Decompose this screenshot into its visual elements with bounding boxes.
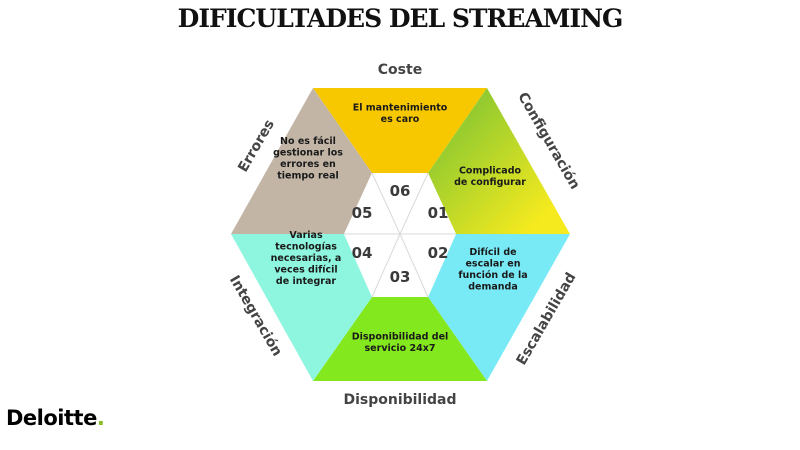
segment-number-04: 04 bbox=[352, 244, 373, 262]
segment-number-02: 02 bbox=[428, 244, 449, 262]
segment-number-05: 05 bbox=[352, 204, 373, 222]
segment-text-line: es caro bbox=[381, 114, 420, 125]
segment-text-line: demanda bbox=[468, 281, 518, 292]
deloitte-logo: Deloitte. bbox=[6, 406, 105, 430]
segment-06-coste bbox=[313, 88, 487, 173]
segment-number-01: 01 bbox=[428, 204, 449, 222]
segment-text-line: de integrar bbox=[276, 276, 336, 287]
segment-text-line: tecnologías bbox=[275, 242, 337, 253]
logo-text: Deloitte bbox=[6, 406, 97, 430]
segment-text-line: Difícil de bbox=[469, 247, 516, 258]
segment-text-line: El mantenimiento bbox=[353, 102, 448, 113]
category-label-coste: Coste bbox=[378, 62, 422, 78]
logo-dot: . bbox=[96, 406, 105, 430]
category-label-disponibilidad: Disponibilidad bbox=[343, 392, 456, 408]
segment-text-line: necesarias, a bbox=[271, 253, 342, 264]
segment-02-escalabilidad bbox=[428, 234, 570, 381]
segment-text-line: servicio 24x7 bbox=[365, 343, 436, 354]
segment-04-integracion bbox=[231, 234, 372, 381]
segment-text-line: errores en bbox=[280, 159, 336, 170]
segment-text-line: veces difícil bbox=[274, 265, 337, 276]
segment-text-line: Varias bbox=[289, 230, 323, 241]
segment-text-line: escalar en bbox=[465, 258, 520, 269]
diagram-title: DIFICULTADES DEL STREAMING bbox=[177, 4, 624, 33]
segment-text-line: tiempo real bbox=[277, 170, 339, 181]
segment-text-line: Complicado bbox=[459, 165, 522, 176]
segment-text-line: gestionar los bbox=[273, 147, 343, 158]
segment-01-configuracion bbox=[428, 88, 570, 234]
segment-text-line: Disponibilidad del bbox=[352, 331, 449, 342]
segment-number-06: 06 bbox=[390, 182, 411, 200]
segment-number-03: 03 bbox=[390, 268, 411, 286]
segment-text-line: No es fácil bbox=[280, 136, 336, 147]
segment-text-line: función de la bbox=[458, 270, 527, 281]
segment-03-disponibilidad bbox=[313, 297, 487, 381]
segment-text-line: de configurar bbox=[454, 177, 526, 188]
segment-05-errores bbox=[231, 88, 372, 234]
